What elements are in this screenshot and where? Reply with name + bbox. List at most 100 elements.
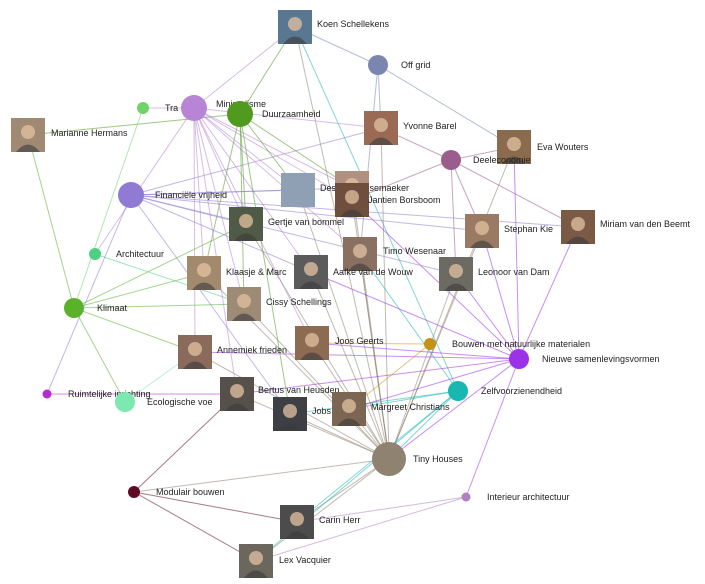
edge-gertie-minimalisme xyxy=(193,107,247,225)
topic-circle xyxy=(509,349,529,369)
person-node-aafke[interactable]: Aafke van de Wouw xyxy=(294,255,413,289)
edge-sketch-tiny-houses xyxy=(297,189,390,460)
shoulders-icon xyxy=(340,209,364,217)
person-node-bertus[interactable]: Bertus van Heusden xyxy=(220,377,340,411)
topic-node-tiny-houses[interactable]: Tiny Houses xyxy=(372,442,463,476)
edge-cissy-tiny-houses xyxy=(243,303,390,460)
topic-label: Modulair bouwen xyxy=(156,487,225,497)
edge-sketch-minimalisme xyxy=(193,107,299,191)
shoulders-icon xyxy=(348,263,372,271)
edge-jobs-duurzaamheid xyxy=(239,113,291,415)
edge-margreet-zelfvoorzienend xyxy=(348,390,459,410)
topic-node-nieuwe-samenleving[interactable]: Nieuwe samenlevingsvormen xyxy=(509,349,660,369)
person-label: Aafke van de Wouw xyxy=(333,267,413,277)
edge-ecologische-klimaat xyxy=(73,307,126,403)
person-node-timo[interactable]: Timo Wesenaar xyxy=(343,237,446,271)
person-node-margreet[interactable]: Margreet Christians xyxy=(332,392,450,426)
edge-carin-interieur xyxy=(296,496,467,523)
person-node-sketch[interactable] xyxy=(281,173,315,207)
edge-joos-nieuwe-samenleving xyxy=(311,342,520,360)
edge-tiny-houses-modulair xyxy=(133,458,390,493)
edge-stephan-financiele-vrijheid xyxy=(130,194,483,232)
topic-node-deeleconomie[interactable]: Deeleconomie xyxy=(441,150,531,170)
topic-node-ruimtelijke[interactable]: Ruimtelijke inrichting xyxy=(42,389,151,399)
edge-eva-nieuwe-samenleving xyxy=(513,146,520,360)
topic-node-ecologische[interactable]: Ecologische voe xyxy=(115,392,213,412)
shoulders-icon xyxy=(299,281,323,289)
person-node-marianne[interactable]: Marianne Hermans xyxy=(11,118,128,152)
edge-miriam-deeleconomie xyxy=(450,159,579,228)
topic-label: Interieur architectuur xyxy=(487,492,570,502)
person-label: Lex Vacquier xyxy=(279,555,331,565)
edge-leonoor-financiele-vrijheid xyxy=(130,194,457,275)
shoulders-icon xyxy=(337,418,361,426)
edge-carin-modulair xyxy=(133,491,298,523)
person-node-annemiek[interactable]: Annemiek frieden xyxy=(178,335,287,369)
edge-desiree-minimalisme xyxy=(193,107,353,189)
person-node-miriam[interactable]: Miriam van den Beemt xyxy=(561,210,691,244)
face-icon xyxy=(288,17,302,31)
topic-node-tra[interactable]: Tra xyxy=(137,102,178,114)
face-icon xyxy=(374,118,388,132)
person-node-cissy[interactable]: Cissy Schellings xyxy=(227,287,332,321)
topic-node-duurzaamheid[interactable]: Duurzaamheid xyxy=(227,101,321,127)
face-icon xyxy=(345,190,359,204)
topic-node-off-grid[interactable]: Off grid xyxy=(368,55,430,75)
edge-jantien-minimalisme xyxy=(193,107,353,201)
topic-label: Klimaat xyxy=(97,303,128,313)
person-node-koen[interactable]: Koen Schellekens xyxy=(278,10,390,44)
shoulders-icon xyxy=(183,361,207,369)
topic-label: Duurzaamheid xyxy=(262,109,321,119)
topic-circle xyxy=(424,338,436,350)
person-label: Timo Wesenaar xyxy=(383,246,446,256)
topic-circle xyxy=(115,392,135,412)
topic-node-minimalisme[interactable]: Minimalisme xyxy=(181,95,266,121)
topic-circle xyxy=(368,55,388,75)
person-node-lex[interactable]: Lex Vacquier xyxy=(239,544,331,578)
edge-leonoor-tiny-houses xyxy=(388,273,457,460)
edge-annemiek-klimaat xyxy=(73,307,196,353)
edge-cissy-klimaat xyxy=(73,303,245,309)
edge-timo-tiny-houses xyxy=(359,253,390,460)
topic-node-financiele-vrijheid[interactable]: Financiële vrijheid xyxy=(118,182,227,208)
face-icon xyxy=(197,263,211,277)
topic-node-klimaat[interactable]: Klimaat xyxy=(64,298,128,318)
topic-node-zelfvoorzienend[interactable]: Zelfvoorzienendheid xyxy=(448,381,562,401)
shoulders-icon xyxy=(232,313,256,321)
face-icon xyxy=(449,264,463,278)
edge-klaasje-klimaat xyxy=(73,272,205,309)
topic-node-modulair[interactable]: Modulair bouwen xyxy=(128,486,225,498)
edge-eva-off-grid xyxy=(377,64,515,148)
edge-jobs-zelfvoorzienend xyxy=(289,390,459,415)
person-node-jobs[interactable]: Jobs xyxy=(273,397,332,431)
face-icon xyxy=(237,294,251,308)
edge-jantien-nieuwe-samenleving xyxy=(351,199,520,360)
shoulders-icon xyxy=(234,233,258,241)
person-label: Cissy Schellings xyxy=(266,297,332,307)
shoulders-icon xyxy=(225,403,249,411)
shoulders-icon xyxy=(285,531,309,539)
person-node-carin[interactable]: Carin Herr xyxy=(280,505,361,539)
person-node-yvonne[interactable]: Yvonne Barel xyxy=(364,111,457,145)
person-node-gertie[interactable]: Gertje van bommel xyxy=(229,207,344,241)
person-label: Bertus van Heusden xyxy=(258,385,340,395)
topic-node-architectuur[interactable]: Architectuur xyxy=(89,248,164,260)
topic-circle xyxy=(137,102,149,114)
edge-joos-bouwen-natuurlijk xyxy=(311,342,431,345)
person-node-leonoor[interactable]: Leonoor van Dam xyxy=(439,257,550,291)
topic-label: Off grid xyxy=(401,60,430,70)
edge-bertus-minimalisme xyxy=(193,107,238,395)
topic-node-interieur[interactable]: Interieur architectuur xyxy=(461,492,570,502)
person-node-joos[interactable]: Joos Geerts xyxy=(295,326,384,360)
shoulders-icon xyxy=(470,240,494,248)
shoulders-icon xyxy=(300,352,324,360)
edge-aafke-nieuwe-samenleving xyxy=(310,271,520,360)
person-node-stephan[interactable]: Stephan Kie xyxy=(465,214,553,248)
edge-miriam-nieuwe-samenleving xyxy=(518,226,579,360)
person-node-eva[interactable]: Eva Wouters xyxy=(497,130,589,164)
person-node-jantien[interactable]: Jantien Borsboom xyxy=(335,183,441,217)
topic-node-bouwen-natuurlijk[interactable]: Bouwen met natuurlijke materialen xyxy=(424,338,590,350)
person-node-klaasje[interactable]: Klaasje & Marc xyxy=(187,256,287,290)
edge-bertus-modulair xyxy=(133,393,238,493)
